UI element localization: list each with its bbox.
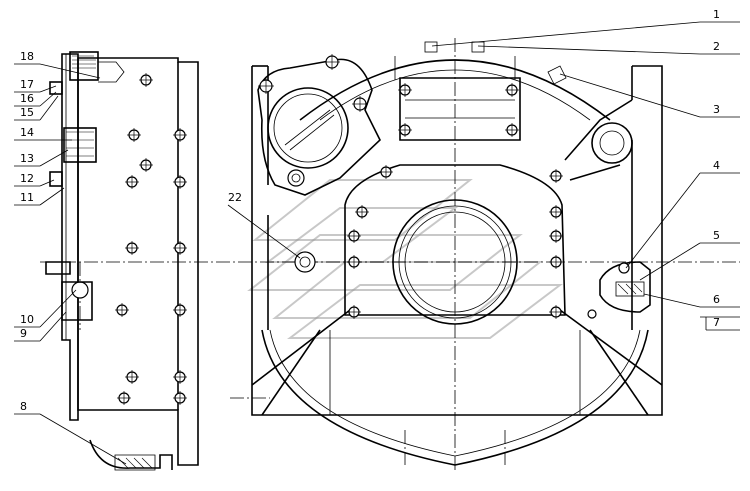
- callout-3: 3: [713, 103, 720, 116]
- callout-11: 11: [20, 191, 34, 204]
- leader-lines: [14, 21, 740, 465]
- callout-8: 8: [20, 400, 27, 413]
- watermark-logo: [247, 179, 563, 339]
- callout-labels: 1 2 3 4 5 6 7 22 18 17 16 15 14 13 12 11…: [20, 8, 720, 413]
- callout-16: 16: [20, 92, 34, 105]
- center-lines: [40, 38, 740, 470]
- callout-2: 2: [713, 40, 720, 53]
- callout-5: 5: [713, 229, 720, 242]
- callout-15: 15: [20, 106, 34, 119]
- callout-12: 12: [20, 172, 34, 185]
- callout-10: 10: [20, 313, 34, 326]
- callout-22: 22: [228, 191, 242, 204]
- side-view: [45, 51, 199, 471]
- callout-9: 9: [20, 327, 27, 340]
- callout-13: 13: [20, 152, 34, 165]
- callout-17: 17: [20, 78, 34, 91]
- callout-6: 6: [713, 293, 720, 306]
- front-view-holes: [258, 54, 597, 319]
- callout-4: 4: [713, 159, 720, 172]
- front-view: [251, 41, 663, 466]
- side-view-holes: [115, 73, 187, 405]
- callout-14: 14: [20, 126, 34, 139]
- callout-7: 7: [713, 316, 720, 329]
- callout-18: 18: [20, 50, 34, 63]
- callout-1: 1: [713, 8, 720, 21]
